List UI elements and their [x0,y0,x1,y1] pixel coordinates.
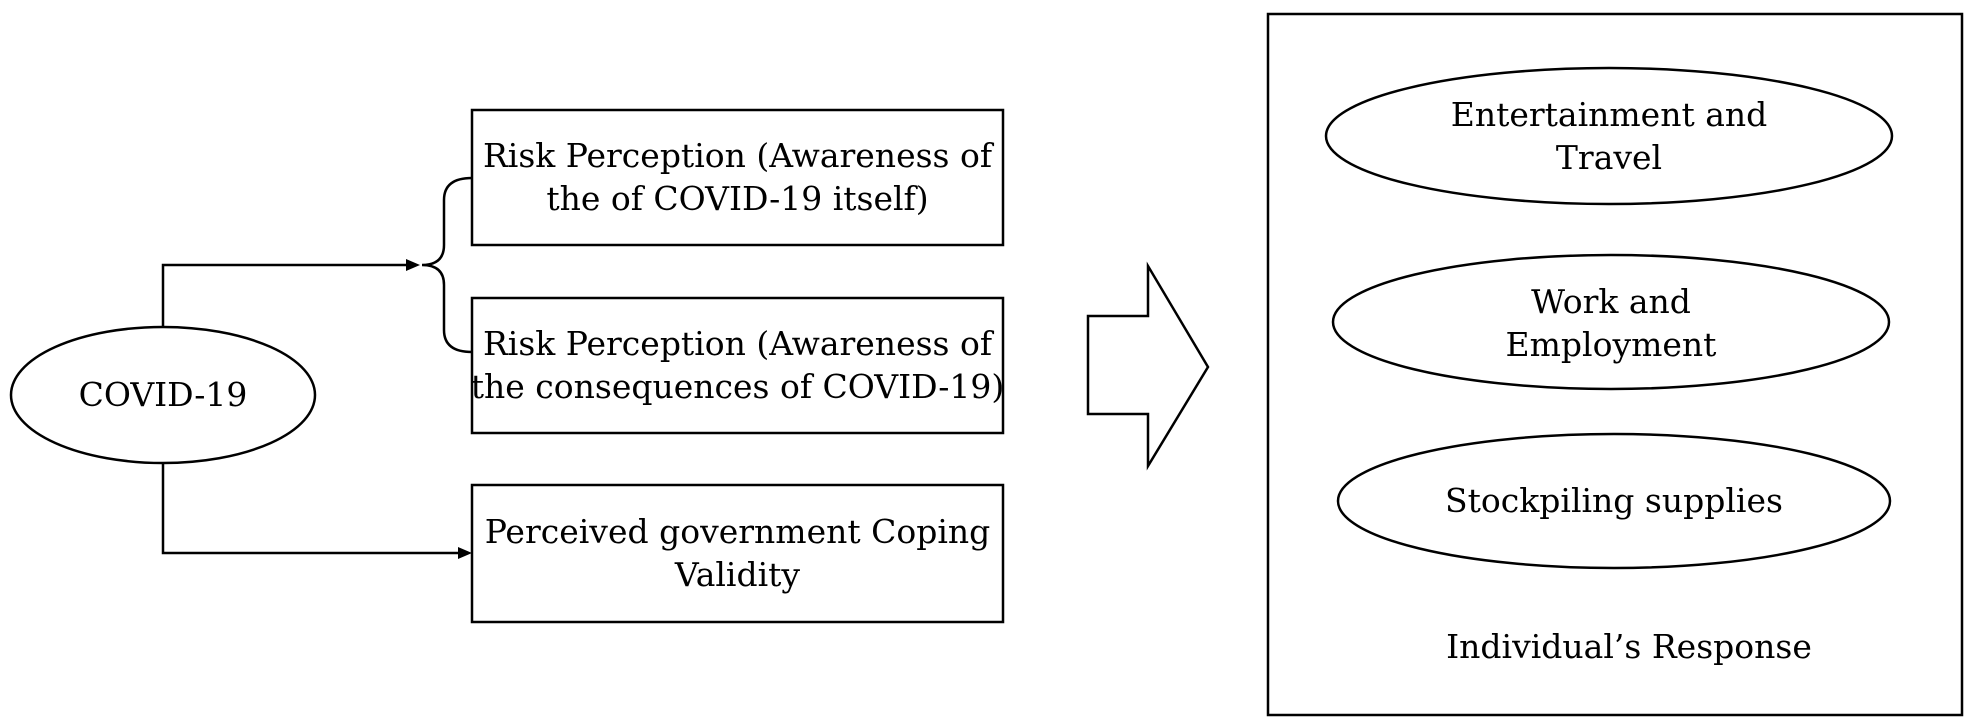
government-coping-validity-box: Perceived government Coping Validity [470,483,1005,624]
covid-19-node: COVID-19 [9,325,317,465]
response-label-line1: Entertainment and [1451,95,1768,134]
response-label-line1: Stockpiling supplies [1445,481,1783,520]
risk-perception-covid-box: Risk Perception (Awareness of the of COV… [470,108,1005,247]
work-employment-node: Work and Employment [1331,253,1891,391]
box-label-line1: Perceived government Coping [485,512,991,551]
box-label-line1: Risk Perception (Awareness of [483,324,995,363]
box-label-line2: Validity [674,555,801,594]
stockpiling-supplies-node: Stockpiling supplies [1336,432,1892,570]
arrowhead-right-icon [458,547,472,559]
covid-19-label: COVID-19 [79,375,248,414]
box-label-line2: the consequences of COVID-19) [471,367,1004,406]
connector-to-coping-validity [161,463,472,559]
response-label-line2: Travel [1556,138,1662,177]
risk-perception-consequences-box: Risk Perception (Awareness of the conseq… [470,296,1005,435]
response-label-line1: Work and [1531,282,1691,321]
curly-brace [421,176,473,354]
individual-response-panel: Entertainment and Travel Work and Employ… [1266,12,1964,717]
connector-to-risk-perception [161,259,420,327]
box-label-line2: the of COVID-19 itself) [546,179,928,218]
block-arrow-right-icon [1086,261,1210,471]
response-label-line2: Employment [1506,325,1717,364]
entertainment-travel-node: Entertainment and Travel [1324,66,1894,206]
box-label-line1: Risk Perception (Awareness of [483,136,995,175]
arrowhead-right-icon [406,259,420,271]
individual-response-caption: Individual’s Response [1446,627,1812,666]
